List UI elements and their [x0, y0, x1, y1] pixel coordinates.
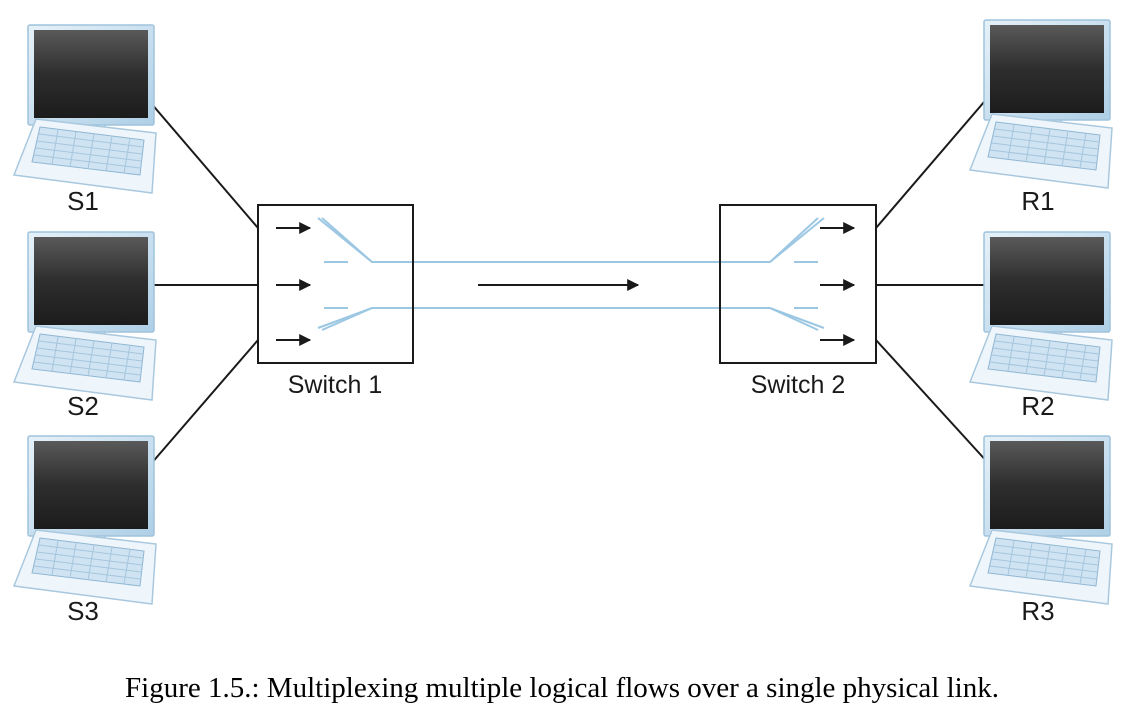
- desktop-computer-icon: [13, 435, 157, 605]
- link-s1-switch1: [149, 101, 259, 229]
- switch-1-label: Switch 1: [288, 371, 382, 399]
- desktop-computer-icon: [13, 24, 157, 194]
- sender-label: S3: [67, 596, 99, 626]
- physical-link-inner: [321, 217, 819, 331]
- receiver-label: R1: [1021, 186, 1054, 216]
- sender-label: S2: [67, 391, 99, 421]
- physical-link: [317, 217, 825, 329]
- link-s3-switch1: [149, 339, 259, 466]
- flow-arrows: [276, 222, 856, 346]
- sender-s1: S1: [13, 24, 157, 216]
- receiver-links: [875, 94, 991, 466]
- desktop-computer-icon: [969, 19, 1113, 189]
- desktop-computer-icon: [13, 231, 157, 401]
- receiver-label: R3: [1021, 596, 1054, 626]
- sender-s2: S2: [13, 231, 157, 421]
- receiver-r1: R1: [969, 19, 1113, 216]
- desktop-computer-icon: [969, 231, 1113, 401]
- receiver-r3: R3: [969, 435, 1113, 626]
- switch-1-box: [257, 204, 414, 364]
- sender-s3: S3: [13, 435, 157, 626]
- link-switch2-r3: [875, 339, 991, 466]
- figure-caption: Figure 1.5.: Multiplexing multiple logic…: [125, 672, 999, 704]
- link-switch2-r1: [875, 94, 991, 229]
- receiver-label: R2: [1021, 391, 1054, 421]
- receiver-r2: R2: [969, 231, 1113, 421]
- sender-links: [149, 101, 259, 466]
- sender-label: S1: [67, 186, 99, 216]
- switch-2-label: Switch 2: [751, 371, 845, 399]
- desktop-computer-icon: [969, 435, 1113, 605]
- switch-2-box: [719, 204, 877, 364]
